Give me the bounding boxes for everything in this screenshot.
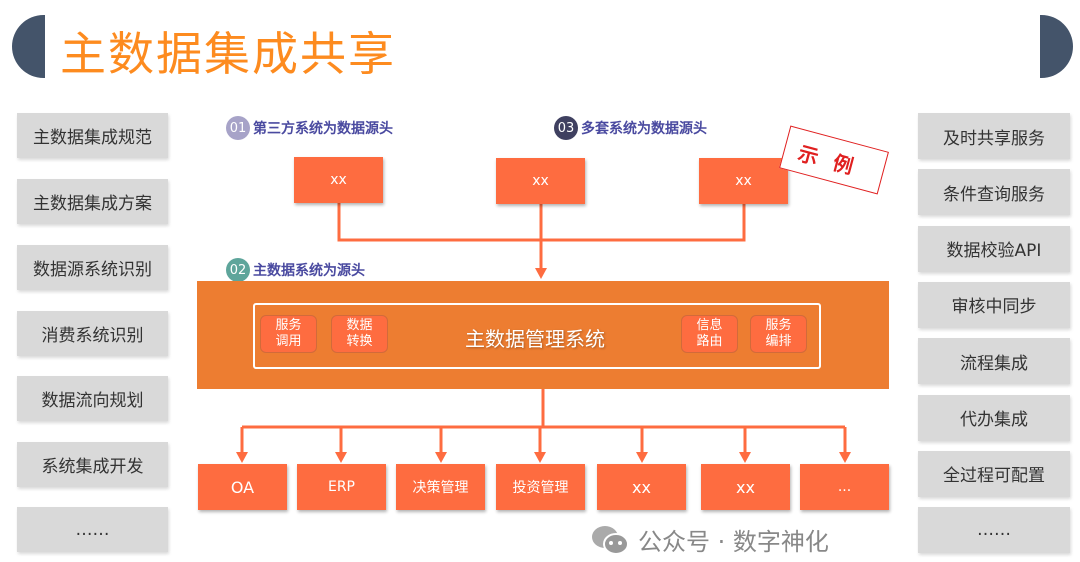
number-badge: 01 xyxy=(226,116,250,140)
left-item: 主数据集成规范 xyxy=(17,113,168,158)
right-item: 及时共享服务 xyxy=(918,113,1070,159)
consumer-box: xx xyxy=(701,464,790,510)
wechat-icon xyxy=(592,525,629,555)
module-message-routing: 信息 路由 xyxy=(681,315,738,353)
left-item: …… xyxy=(17,507,168,552)
consumer-box: OA xyxy=(198,464,287,510)
right-item: 流程集成 xyxy=(918,338,1070,385)
left-item: 数据源系统识别 xyxy=(17,245,168,290)
module-service-call: 服务 调用 xyxy=(260,315,317,353)
consumer-box: xx xyxy=(597,464,686,510)
right-item: 条件查询服务 xyxy=(918,169,1070,216)
consumer-box: ... xyxy=(800,464,889,510)
page-title: 主数据集成共享 xyxy=(60,27,396,81)
consumer-box: ERP xyxy=(297,464,386,510)
source-label: 多套系统为数据源头 xyxy=(581,121,707,137)
left-item: 数据流向规划 xyxy=(17,376,168,421)
consumer-box: 投资管理 xyxy=(496,464,585,510)
right-item: 全过程可配置 xyxy=(918,450,1070,497)
module-service-orchestration: 服务 编排 xyxy=(750,315,807,353)
consumer-box: 决策管理 xyxy=(396,464,485,510)
watermark: 公众号 · 数字神化 xyxy=(590,522,829,557)
module-data-transform: 数据 转换 xyxy=(331,315,388,353)
source-box: xx xyxy=(294,157,383,203)
watermark-text: 公众号 · 数字神化 xyxy=(638,528,829,556)
number-badge: 02 xyxy=(226,258,250,282)
left-item: 系统集成开发 xyxy=(17,442,168,487)
mdm-frame xyxy=(253,303,821,369)
source-box: xx xyxy=(496,158,585,204)
right-item: 审核中同步 xyxy=(918,281,1070,328)
right-item: 代办集成 xyxy=(918,394,1070,441)
number-badge: 03 xyxy=(554,116,578,140)
left-item: 主数据集成方案 xyxy=(17,179,168,224)
right-item: 数据校验API xyxy=(918,225,1070,272)
right-item: …… xyxy=(918,507,1070,554)
source-label: 主数据系统为源头 xyxy=(253,263,365,279)
source-label: 第三方系统为数据源头 xyxy=(253,121,393,137)
source-box: xx xyxy=(699,158,788,204)
mdm-title: 主数据管理系统 xyxy=(465,327,605,351)
left-item: 消费系统识别 xyxy=(17,311,168,356)
